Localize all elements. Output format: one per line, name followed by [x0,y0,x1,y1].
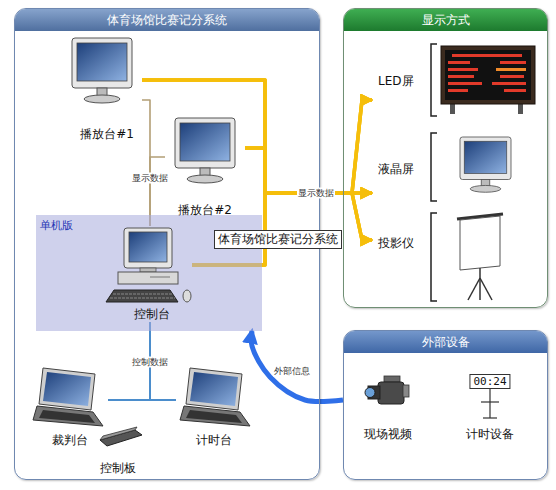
screen-bar [457,214,503,219]
y-connector [142,80,372,193]
node-label: 现场视频 [364,427,412,442]
laptop-icon [33,368,103,426]
display-node: LED屏 [372,42,538,120]
drive-slot [150,277,170,278]
ctl-connector [108,322,150,400]
led-row [496,68,526,71]
led-row [500,61,526,64]
node-label: 播放台#1 [80,127,134,142]
node-label: 裁判台 [52,433,88,448]
device-node: 播放台#2 [165,118,245,218]
node-label: 体育场馆比赛记分系统 [215,231,341,248]
tripod-leg [479,268,481,300]
monitor-icon [175,118,235,183]
led-row [448,82,482,85]
panel-heading: 显示方式 [344,9,547,31]
panel-heading: 外部设备 [344,331,547,353]
device-node: 计时台 [176,366,252,448]
node-label: LED屏 [378,73,414,90]
mouse [183,290,191,302]
display-node: 液晶屏 [372,135,538,203]
led-row [448,68,478,71]
brown-connector [142,100,150,226]
computer-case [118,272,178,284]
monitor-icon [72,38,132,103]
sign-leg [518,100,523,114]
node-label: 控制台 [134,307,170,322]
key-row [113,294,172,295]
board-top [100,427,137,440]
camera-body [378,382,404,404]
led-row [448,61,470,64]
board-side [100,430,142,446]
ext-connector [251,331,343,402]
camera-lens [365,388,375,398]
laptop-icon [180,368,250,426]
node-label: 计时台 [196,433,232,448]
group-panel: 现场视频 00:24 计时设备 外部设备 [343,330,548,480]
stand-base [483,417,497,418]
led-row [504,89,526,92]
stand-pole [489,389,490,418]
panel-heading: 体育场馆比赛记分系统 [15,9,319,31]
desktop-computer-icon [106,228,191,302]
device-node: 播放台#1 [72,38,142,142]
node-label: 控制板 [100,461,136,476]
crt-stand [140,268,156,272]
device-node: 控制台 [112,226,192,322]
tripod-leg [480,278,492,300]
video-camera-icon [365,376,409,404]
led-row [492,82,526,85]
connector-label: 外部信息 [273,366,311,377]
node-label: 投影仪 [378,235,414,252]
camera-handle [384,376,400,382]
sign-panel [445,50,531,100]
led-row [448,75,474,78]
control-board-icon [100,427,142,446]
sign-leg [450,100,455,114]
camera-screen [403,385,409,397]
projector-screen-icon [457,214,503,300]
stand-bar [481,401,499,402]
node-label: 液晶屏 [378,161,414,178]
camera-lens-barrel [368,386,380,399]
monitor-icon [460,137,511,192]
crt-body [124,228,172,268]
display-brackets [431,44,437,301]
node-label: 单机版 [40,218,73,233]
y-connector [192,100,372,265]
bracket [431,213,437,301]
tripod-leg [468,278,480,300]
keyboard [106,290,178,302]
device-node: 裁判台 [32,366,108,448]
group-panel: LED屏液晶屏投影仪 显示方式 [343,8,548,308]
timer-stand [481,389,499,418]
y-connector [142,80,372,193]
sign-frame [441,46,535,104]
key-row [110,298,175,299]
display-node: 投影仪 [372,212,538,274]
led-row [452,54,522,57]
led-row [448,89,468,92]
led-sign-icon [441,46,535,114]
device-node: 现场视频 [355,370,420,442]
led-row [500,75,524,78]
screen-cloth [460,216,500,270]
timer-node: 00:24 计时设备 [452,374,528,442]
bracket [431,44,437,116]
node-label: 计时设备 [466,427,514,442]
timer-display: 00:24 [469,374,510,389]
ctl-connector [150,322,176,400]
bracket [431,133,437,201]
crt-screen [129,232,167,262]
callout-box: 体育场馆比赛记分系统 [214,230,342,249]
device-node: 控制板 [92,430,144,476]
